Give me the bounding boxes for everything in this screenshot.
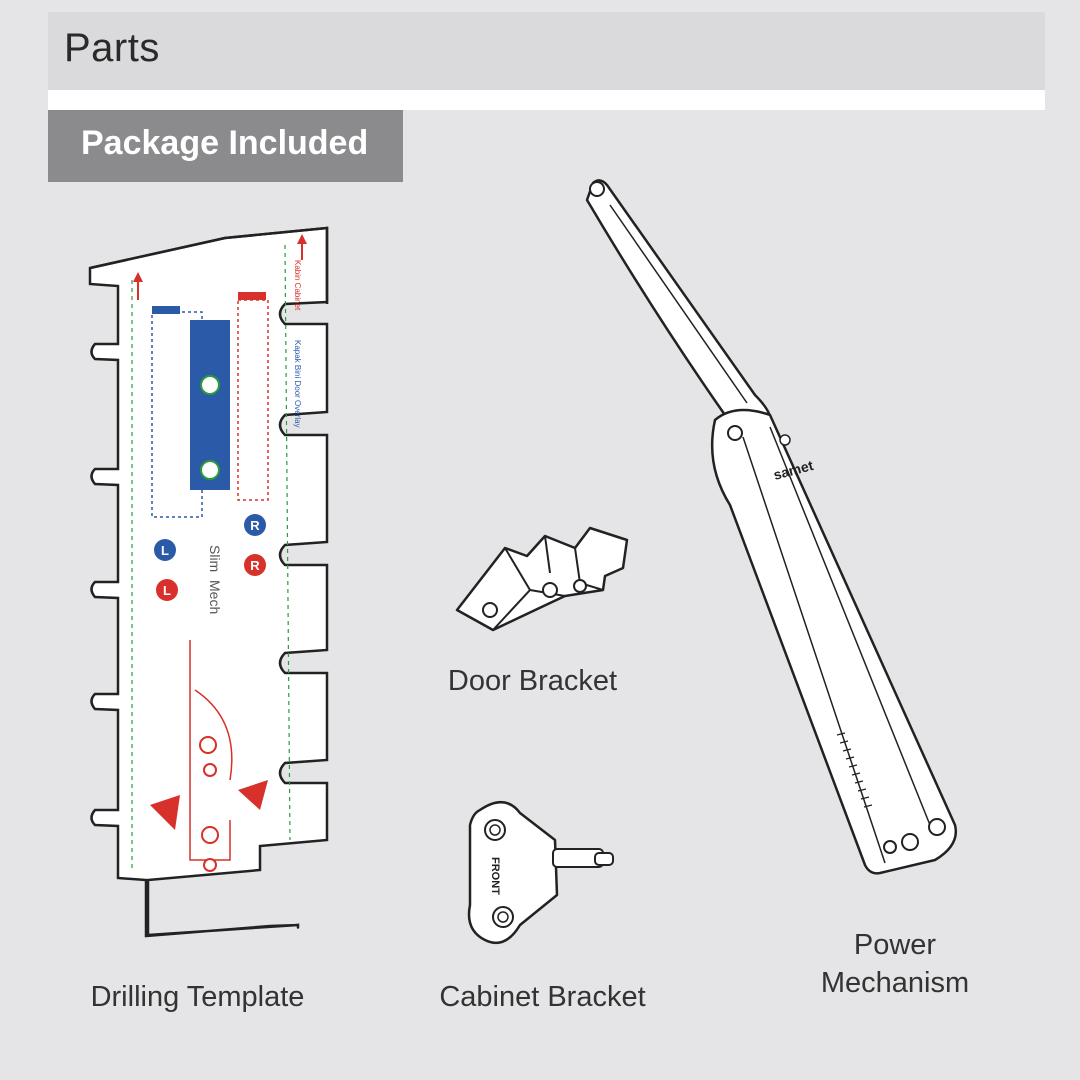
drilling-template-label: Drilling Template [90, 981, 305, 1013]
cabinet-bracket-image: FRONT [467, 801, 614, 945]
power-mechanism-label-line2: Mechanism [820, 967, 970, 999]
template-right-marker-blue: R [250, 518, 260, 533]
header-bar: Parts [48, 12, 1045, 90]
template-brand-bottom: Mech [207, 580, 223, 614]
header-divider [48, 90, 1045, 110]
power-mechanism-image: samet [585, 179, 958, 875]
template-brand-top: Slim [207, 545, 223, 572]
template-overlay-text: Kapak Bini Door Overlay [293, 340, 302, 428]
page-title: Parts [64, 26, 160, 70]
power-mechanism-label: Power Mechanism [790, 926, 1000, 1002]
template-cabinet-tag: Kabin Cabinet [293, 260, 302, 311]
drilling-template-image: L R L R Slim Mech Kapak Bini Door Overla… [88, 226, 329, 938]
template-right-marker-red: R [250, 558, 260, 573]
template-left-marker: L [161, 543, 169, 558]
badge-label: Package Included [81, 124, 369, 162]
door-bracket-label: Door Bracket [447, 665, 618, 697]
package-included-badge: Package Included [48, 110, 403, 182]
template-left-marker-red: L [163, 583, 171, 598]
power-mechanism-label-line1: Power [853, 929, 937, 961]
cabinet-bracket-label: Cabinet Bracket [439, 981, 646, 1013]
door-bracket-image [455, 526, 629, 632]
cabinet-bracket-stamp: FRONT [489, 857, 501, 895]
